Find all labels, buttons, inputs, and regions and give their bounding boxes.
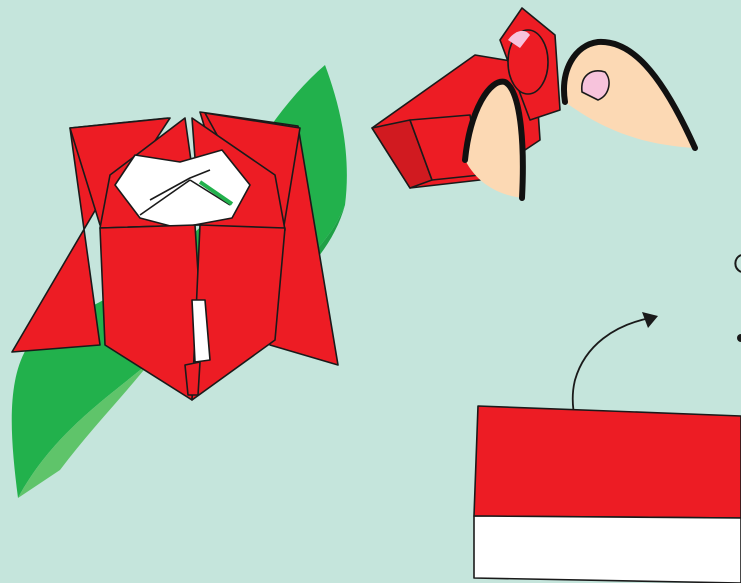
fingers-folding-paper <box>372 8 695 198</box>
red-white-paper-strip <box>474 406 741 583</box>
thumb-icon <box>564 42 695 148</box>
finished-origami-rose <box>12 65 347 498</box>
